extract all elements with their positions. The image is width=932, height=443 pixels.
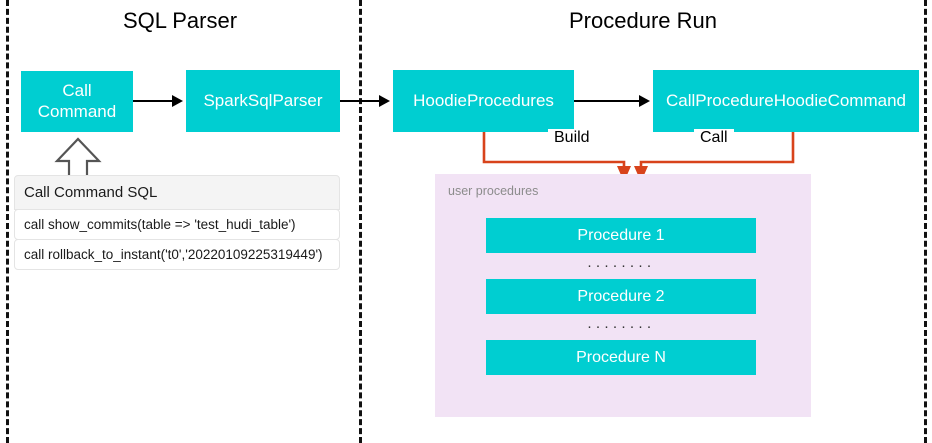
- procedure-box[interactable]: Procedure N: [486, 340, 756, 375]
- arrow-call-command-to-parser-head-icon: [172, 95, 183, 107]
- arrow-hoodie-procedures-to-command-head-icon: [639, 95, 650, 107]
- divider-left-dashed: [6, 0, 9, 443]
- divider-middle-dashed: [359, 0, 362, 443]
- node-call-command[interactable]: Call Command: [21, 71, 133, 132]
- edge-label-call: Call: [694, 129, 734, 147]
- edge-label-build: Build: [548, 129, 596, 147]
- procedure-ellipsis: ········: [587, 318, 655, 335]
- section-title-procedure-run: Procedure Run: [569, 8, 717, 33]
- procedure-box[interactable]: Procedure 1: [486, 218, 756, 253]
- call-command-sql-table: Call Command SQL call show_commits(table…: [14, 175, 340, 270]
- arrow-parser-to-hoodie-procedures-line: [340, 100, 383, 102]
- sql-table-row[interactable]: call rollback_to_instant('t0','202201092…: [14, 239, 340, 270]
- sql-table-header: Call Command SQL: [14, 175, 340, 210]
- user-procedures-label: user procedures: [448, 184, 539, 198]
- arrow-hoodie-procedures-to-command-line: [574, 100, 642, 102]
- arrow-parser-to-hoodie-procedures-head-icon: [379, 95, 390, 107]
- procedure-box[interactable]: Procedure 2: [486, 279, 756, 314]
- divider-right-dashed: [924, 0, 927, 443]
- node-hoodie-procedures[interactable]: HoodieProcedures: [393, 70, 574, 132]
- arrow-call-command-to-parser-line: [133, 100, 176, 102]
- section-title-sql-parser: SQL Parser: [122, 8, 238, 33]
- sql-table-row[interactable]: call show_commits(table => 'test_hudi_ta…: [14, 209, 340, 240]
- user-procedures-panel: user procedures Procedure 1 ········ Pro…: [435, 174, 811, 417]
- node-spark-sql-parser[interactable]: SparkSqlParser: [186, 70, 340, 132]
- procedure-ellipsis: ········: [587, 257, 655, 274]
- node-call-procedure-hoodie-command[interactable]: CallProcedureHoodieCommand: [653, 70, 919, 132]
- arrow-up-outline-icon: [54, 137, 102, 177]
